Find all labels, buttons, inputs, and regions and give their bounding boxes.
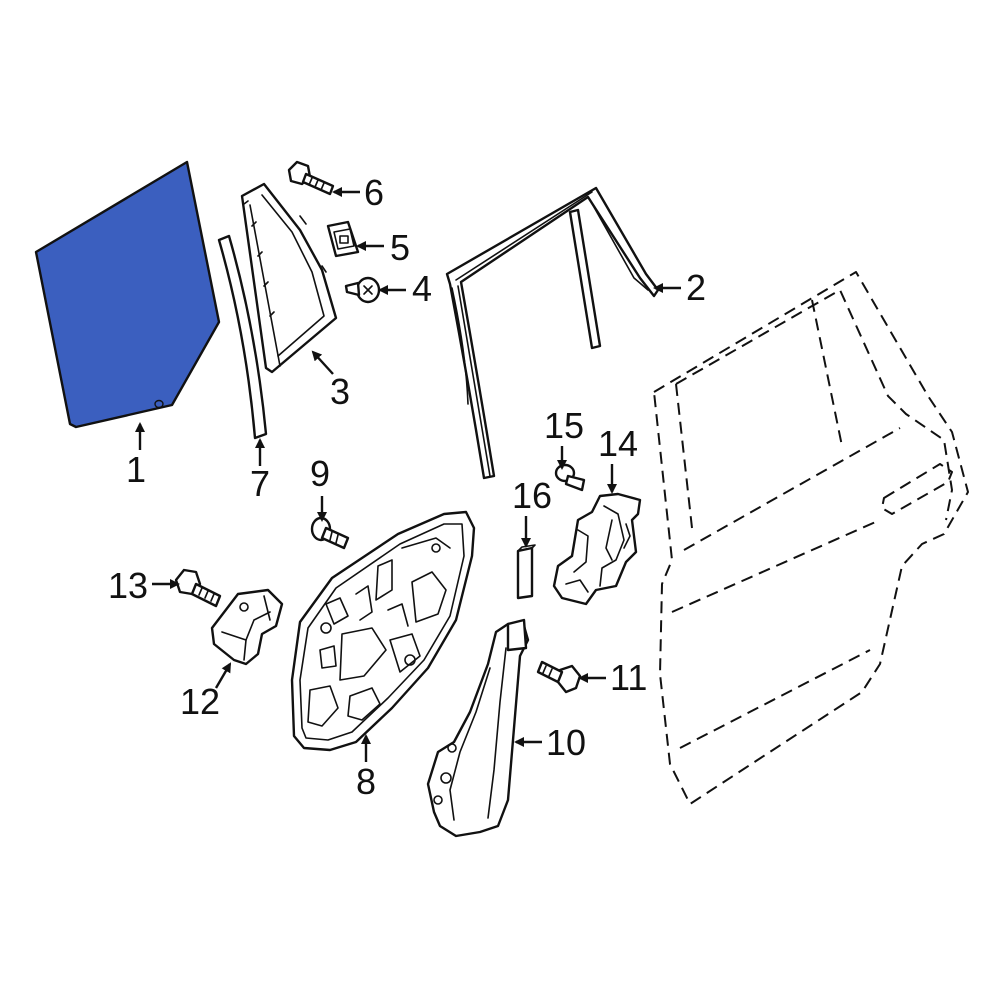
part-11-bolt[interactable] (536, 660, 582, 694)
callout-15: 15 (544, 405, 584, 446)
part-14-door-latch[interactable] (552, 492, 642, 606)
part-6-bolt[interactable] (287, 160, 335, 196)
part-2-window-channel-seal[interactable] (445, 186, 660, 480)
part-10-window-regulator[interactable] (426, 618, 530, 838)
callout-10: 10 (546, 722, 586, 763)
callout-8: 8 (356, 761, 376, 802)
callout-11: 11 (610, 657, 647, 698)
part-7-glass-run-strip[interactable] (217, 234, 268, 440)
callout-13: 13 (108, 565, 148, 606)
callout-leaders (135, 187, 681, 762)
part-12-bracket[interactable] (210, 588, 284, 666)
callout-14: 14 (598, 423, 638, 464)
part-3-quarter-glass-frame[interactable] (240, 182, 338, 374)
callout-9: 9 (310, 453, 330, 494)
callout-5: 5 (390, 227, 410, 268)
callout-4: 4 (412, 268, 432, 309)
callout-labels: 1 2 3 4 5 6 7 8 9 10 11 12 13 14 15 16 (108, 172, 706, 802)
part-5-clip[interactable] (326, 220, 360, 258)
part-13-bolt[interactable] (174, 568, 222, 608)
part-16-spacer[interactable] (516, 544, 536, 600)
part-15-screw[interactable] (554, 463, 586, 492)
part-4-screw[interactable] (344, 276, 381, 304)
callout-16: 16 (512, 475, 552, 516)
callout-2: 2 (686, 267, 706, 308)
callout-3: 3 (330, 371, 350, 412)
callout-7: 7 (250, 463, 270, 504)
glass-mounting-hole (154, 399, 164, 409)
callout-12: 12 (180, 681, 220, 722)
door-outline-reference (653, 271, 969, 805)
callout-1: 1 (126, 449, 146, 490)
part-1-door-glass[interactable] (34, 160, 221, 429)
part-9-bolt[interactable] (310, 516, 350, 550)
callout-6: 6 (364, 172, 384, 213)
part-8-door-module-panel[interactable] (290, 510, 476, 752)
